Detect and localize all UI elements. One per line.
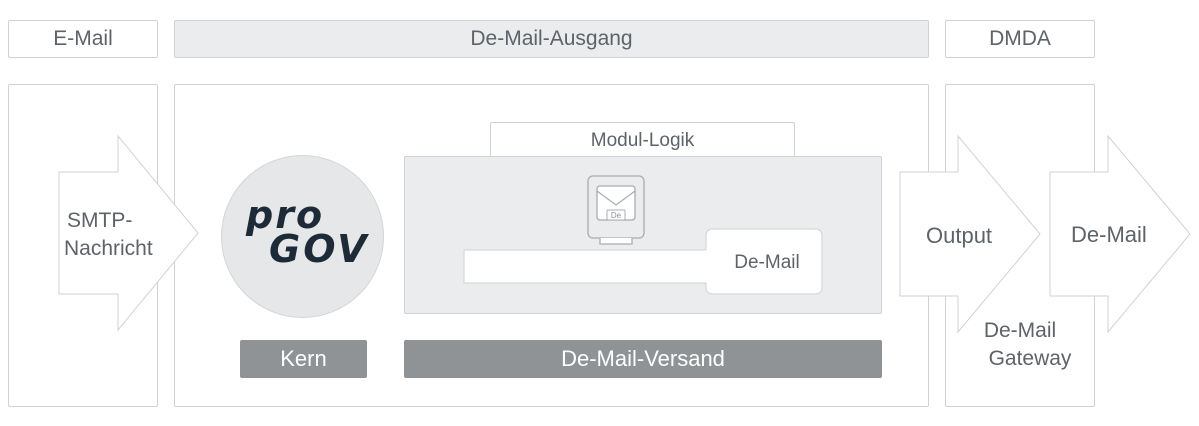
logo-pro: pro xyxy=(246,193,325,237)
smtp-arrow-label-line1: SMTP- xyxy=(67,209,133,232)
header-email: E-Mail xyxy=(8,20,158,58)
inner-field-label: De-Mail xyxy=(734,252,800,273)
demail-envelope-icon: De xyxy=(587,175,645,245)
demail-field-shape xyxy=(463,228,823,295)
header-dmda: DMDA xyxy=(945,20,1095,58)
logo-gov: GOV xyxy=(269,227,370,271)
envelope-badge: De xyxy=(611,211,622,220)
progov-logo: pro GOV xyxy=(221,155,384,318)
gateway-label-line2: Gateway xyxy=(988,347,1072,370)
modul-logik-tab: Modul-Logik xyxy=(490,122,795,158)
demail-versand-bar: De-Mail-Versand xyxy=(404,340,882,378)
header-demail-ausgang: De-Mail-Ausgang xyxy=(174,20,929,58)
gateway-label-line1: De-Mail xyxy=(983,319,1057,342)
demail-arrow xyxy=(1049,134,1191,334)
output-arrow-label: Output xyxy=(926,223,993,248)
output-arrow xyxy=(899,134,1041,334)
smtp-arrow-label-line2: Nachricht xyxy=(64,237,153,260)
demail-arrow-label: De-Mail xyxy=(1071,222,1147,247)
smtp-arrow xyxy=(58,134,199,332)
kern-bar: Kern xyxy=(240,340,367,378)
